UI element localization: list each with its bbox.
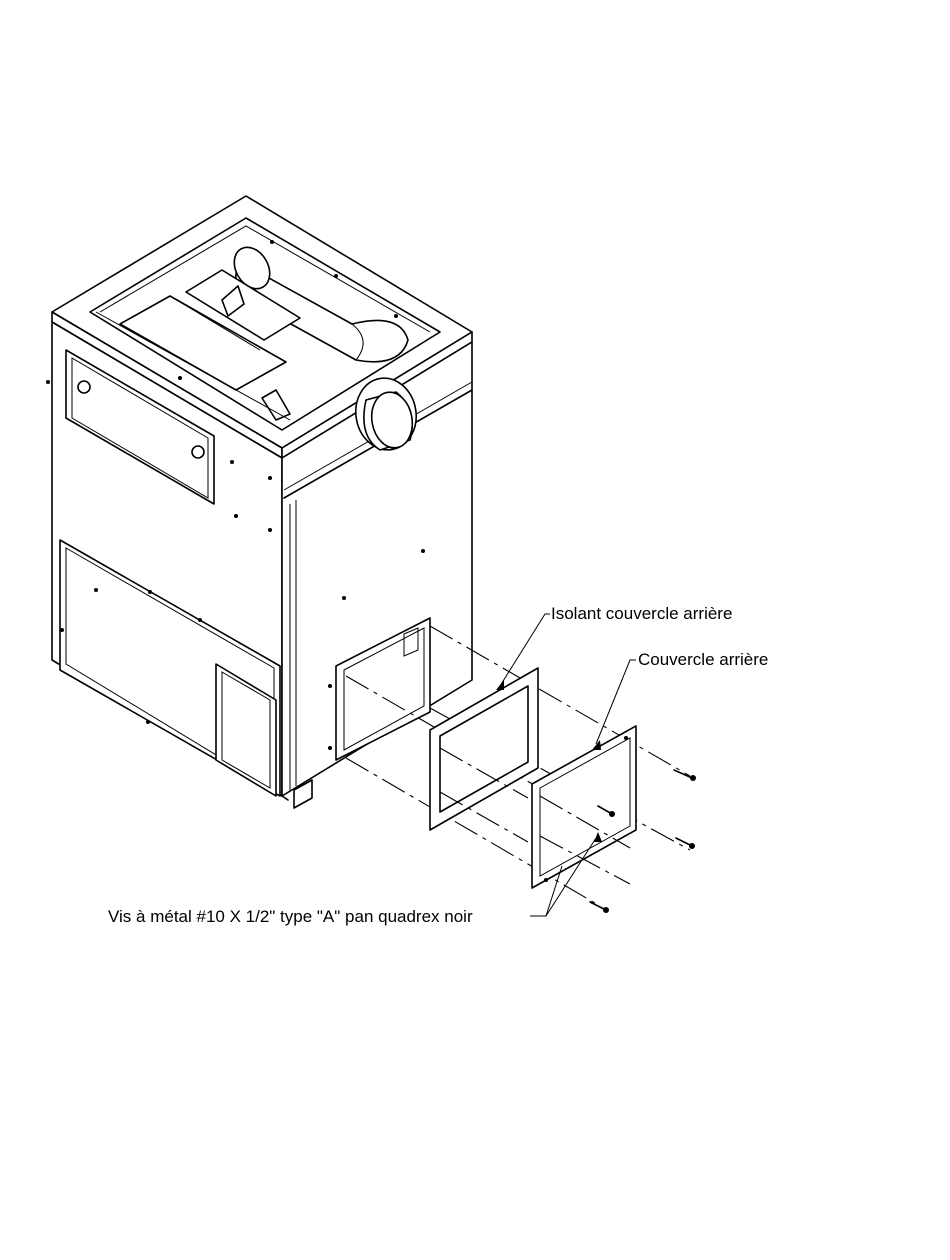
furnace-cabinet <box>46 196 472 808</box>
rear-cover <box>532 726 636 888</box>
label-cover: Couvercle arrière <box>638 650 768 669</box>
screw-1 <box>674 770 696 781</box>
screw-4 <box>590 902 609 913</box>
label-insulation: Isolant couvercle arrière <box>551 604 732 623</box>
screw-3 <box>676 838 695 849</box>
label-screws: Vis à métal #10 X 1/2" type "A" pan quad… <box>108 907 473 926</box>
